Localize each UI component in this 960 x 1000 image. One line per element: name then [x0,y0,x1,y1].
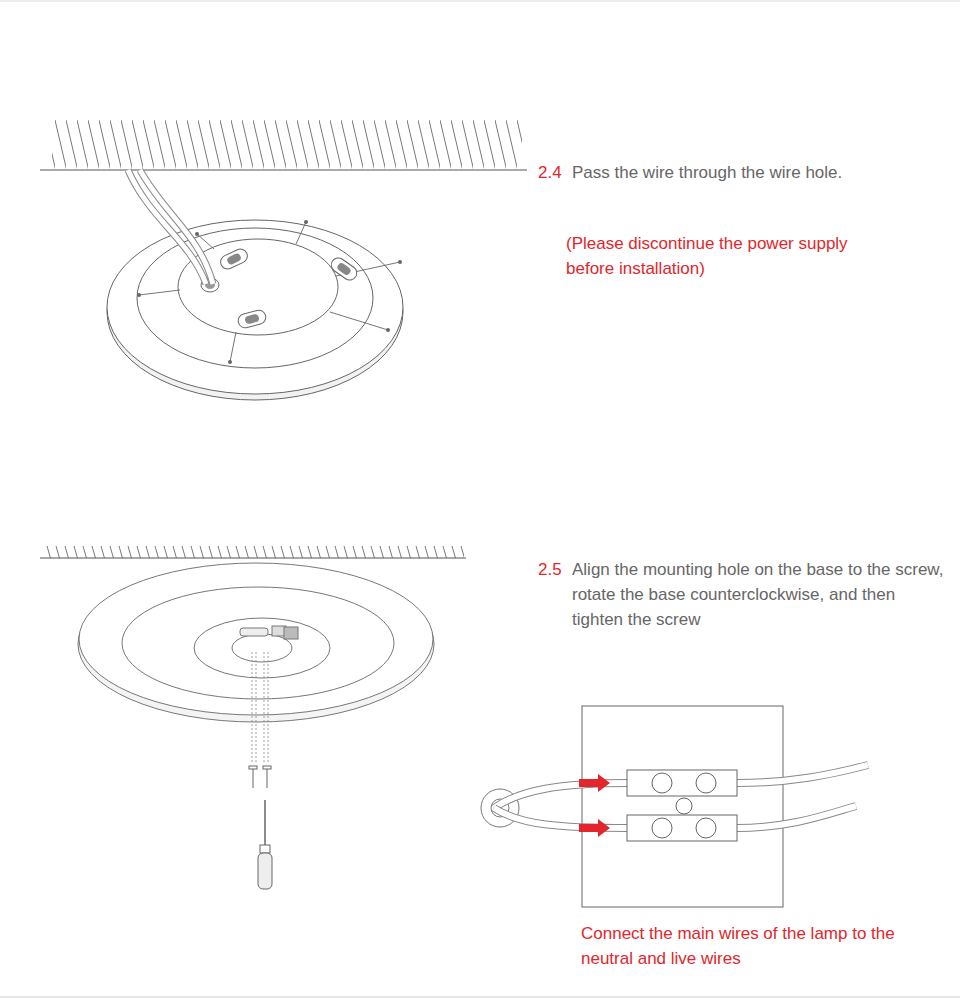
screw-guide [252,652,268,762]
lamp-base [244,313,260,324]
lamp-base [330,312,388,330]
lamp-base [218,247,249,272]
lamp-base [304,220,308,224]
wire-connector [696,773,716,793]
ceiling [40,558,466,559]
lamp-wire [737,765,868,783]
lamp-base [240,628,268,636]
power-wire [140,170,213,284]
lamp-base [232,634,292,662]
lamp-base [284,627,298,639]
lamp-base [107,220,403,394]
ceiling [40,118,527,170]
ceiling [40,170,527,171]
step-number: 2.5 [538,557,572,582]
wire-connector [627,770,737,796]
wiring-note: Connect the main wires of the lamp to th… [581,921,951,971]
lamp-base [137,228,373,368]
screw-guide [264,652,265,762]
lamp-wire [494,808,628,828]
ceiling [44,546,464,558]
junction-box [582,706,783,907]
wire-connector [627,770,737,841]
red-arrow [579,774,610,837]
wire-connector [652,818,672,838]
red-arrow [579,819,610,837]
lamp-base [230,332,236,362]
screw-guide [268,652,269,762]
lamp-base [78,563,434,722]
lamp-base [296,222,306,244]
lamp-base [228,360,232,364]
screw [263,766,271,769]
page-rule [0,997,960,998]
ceiling [40,546,466,558]
lamp-base [195,232,199,236]
lamp-base [194,618,330,678]
wire-connector [696,818,716,838]
lamp-base [398,260,402,264]
screw-guide [252,652,253,762]
step-number: 2.4 [538,160,572,185]
lamp-base [107,220,403,400]
wire-connector [627,815,737,841]
power-wire [128,170,206,284]
red-arrow [579,774,610,792]
screwdriver [258,800,272,889]
screw-guide [256,652,257,762]
lamp-wire [737,806,856,828]
lamp-base [386,328,390,332]
power-wire [128,170,206,284]
power-wire [128,170,213,284]
screwdriver [258,853,272,889]
step-instruction: Pass the wire through the wire hole. [572,160,942,185]
screw [249,766,271,788]
screw [249,766,257,769]
step-instruction: Align the mounting hole on the base to t… [572,557,947,632]
lamp-wire [494,783,628,808]
warning-note: (Please discontinue the power supply bef… [566,231,896,281]
lamp-base [137,293,141,297]
lamp-wire [737,765,868,783]
screw [253,769,254,788]
lamp-base [226,252,242,265]
power-wire [140,170,213,284]
lamp-base [336,262,352,277]
lamp-base [237,309,268,330]
lamp-base [139,290,180,295]
wire-connector [652,773,672,793]
lamp-wire [494,808,628,828]
lamp-wire [737,806,856,828]
lamp-wire [494,783,628,808]
junction-box [481,706,783,907]
page-rule [0,1,960,2]
lamp-base [122,587,394,699]
screwdriver [260,845,270,853]
screw [267,769,268,788]
ceiling [52,118,522,170]
lamp-base [218,247,359,330]
screwdriver [264,800,266,845]
lamp-base [329,255,360,283]
wire-connector [676,798,692,814]
